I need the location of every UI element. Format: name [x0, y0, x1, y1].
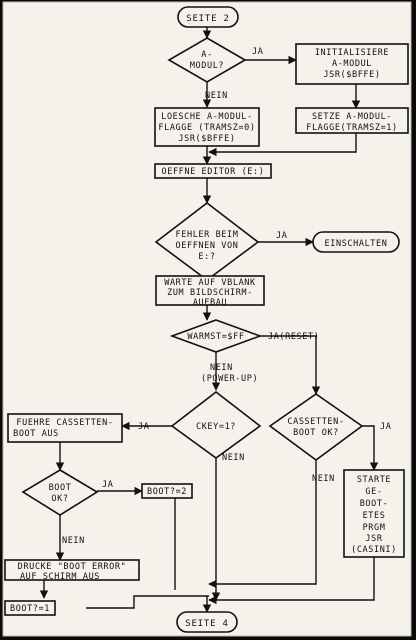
process-starte-line-4: ETES: [363, 511, 386, 521]
process-drucke-line-1: DRUCKE "BOOT ERROR": [18, 562, 127, 572]
process-loesche-line-3: JSR($BFFE): [178, 134, 235, 144]
process-fuehre-line-2: BOOT AUS: [13, 429, 59, 439]
node-start-label: SEITE 2: [186, 14, 230, 24]
edge-label-cass-nein: NEIN: [312, 474, 335, 484]
decision-warmst: WARMST=$FF: [169, 319, 263, 353]
terminal-einschalten-label: EINSCHALTEN: [325, 239, 388, 249]
edge-label-ckey-ja: JA: [138, 422, 149, 432]
edge-label-ckey-nein: NEIN: [222, 453, 245, 463]
decision-cassetten-boot: CASSETTEN- BOOT OK?: [268, 393, 364, 461]
edge-cass-ja: [362, 425, 379, 471]
process-boot-2-label: BOOT?=2: [147, 487, 187, 497]
edge-label-amodul-nein: NEIN: [205, 91, 228, 101]
process-warte-line-2: ZUM BILDSCHIRM-: [167, 288, 253, 298]
process-setze-line-2: FLAGGE(TRAMSZ=1): [306, 123, 397, 133]
process-warte-line-3: AUFBAU: [193, 298, 227, 308]
process-init-line-2: A-MODUL: [332, 59, 372, 69]
process-starte-line-3: BOOT-: [360, 499, 389, 509]
process-init-line-3: JSR($BFFE): [323, 70, 380, 80]
process-drucke-line-2: AUF SCHIRM AUS: [20, 572, 100, 582]
edge-warmst-ja: [260, 335, 321, 395]
decision-ckey: CKEY=1?: [170, 390, 262, 459]
process-oeffne-editor-label: OEFFNE EDITOR (E:): [162, 167, 265, 177]
process-starte-line-5: PRGM: [363, 523, 386, 533]
process-starte-line-2: GE-: [365, 487, 382, 497]
edge-starte-merge: [208, 557, 375, 605]
process-init-line-1: INITIALISIERE: [315, 48, 389, 58]
process-oeffne-editor: OEFFNE EDITOR (E:): [154, 163, 272, 179]
decision-fehler-line-2: OEFFNEN VON: [176, 241, 239, 251]
process-starte-line-7: (CASINI): [351, 545, 397, 555]
process-starte-line-1: STARTE: [357, 475, 391, 485]
process-boot-1: BOOT?=1: [4, 600, 56, 616]
edge-label-cass-ja: JA: [380, 422, 391, 432]
process-warte-line-1: WARTE AUF VBLANK: [164, 278, 256, 288]
decision-a-modul-line-1: A-: [201, 50, 212, 60]
node-end-label: SEITE 4: [185, 619, 229, 629]
process-loesche-line-1: LOESCHE A-MODUL-: [161, 112, 252, 122]
process-drucke: DRUCKE "BOOT ERROR" AUF SCHIRM AUS: [4, 559, 140, 582]
edge-label-bootok-nein: NEIN: [62, 536, 85, 546]
decision-warmst-label: WARMST=$FF: [187, 332, 244, 342]
process-boot-1-label: BOOT?=1: [10, 604, 50, 614]
node-end: SEITE 4: [176, 611, 238, 633]
process-boot-2: BOOT?=2: [141, 483, 193, 499]
decision-cassetten-line-2: BOOT OK?: [293, 428, 339, 438]
edge-label-warmst-ja: JA(RESET): [268, 332, 319, 342]
edge-boot1-merge: [86, 595, 209, 609]
edge-label-warmst-nein: NEIN: [210, 363, 233, 373]
edge-label-bootok-ja: JA: [102, 480, 113, 490]
edge-label-amodul-ja: JA: [252, 47, 263, 57]
edge-label-fehler-ja: JA: [276, 231, 287, 241]
process-starte-line-6: JSR: [365, 534, 382, 544]
process-warte: WARTE AUF VBLANK ZUM BILDSCHIRM- AUFBAU: [155, 275, 265, 308]
process-fuehre-line-1: FUEHRE CASSETTEN-: [16, 418, 113, 428]
decision-boot-ok-line-2: OK?: [51, 494, 68, 504]
process-fuehre: FUEHRE CASSETTEN- BOOT AUS: [7, 413, 123, 443]
terminal-einschalten: EINSCHALTEN: [312, 231, 400, 253]
edge-setze-merge: [208, 133, 357, 157]
process-starte: STARTE GE- BOOT- ETES PRGM JSR (CASINI): [343, 469, 405, 558]
decision-cassetten-line-1: CASSETTEN-: [287, 417, 344, 427]
decision-ckey-label: CKEY=1?: [196, 422, 236, 432]
edge-label-warmst-nein-2: (POWER-UP): [201, 374, 258, 384]
process-setze-line-1: SETZE A-MODUL-: [312, 112, 392, 122]
decision-boot-ok: BOOT OK?: [21, 469, 99, 516]
edge-cass-nein: [208, 460, 317, 589]
decision-fehler-line-1: FEHLER BEIM: [176, 230, 239, 240]
decision-fehler-line-3: E:?: [198, 252, 215, 262]
process-loesche: LOESCHE A-MODUL- FLAGGE (TRAMSZ=0) JSR($…: [154, 107, 260, 147]
process-loesche-line-2: FLAGGE (TRAMSZ=0): [158, 123, 255, 133]
process-setze: SETZE A-MODUL- FLAGGE(TRAMSZ=1): [295, 107, 409, 134]
process-init-amodul: INITIALISIERE A-MODUL JSR($BFFE): [295, 43, 409, 85]
decision-boot-ok-line-1: BOOT: [49, 483, 72, 493]
node-start: SEITE 2: [177, 6, 239, 28]
decision-a-modul-line-2: MODUL?: [190, 61, 224, 71]
decision-a-modul: A- MODUL?: [167, 37, 247, 83]
